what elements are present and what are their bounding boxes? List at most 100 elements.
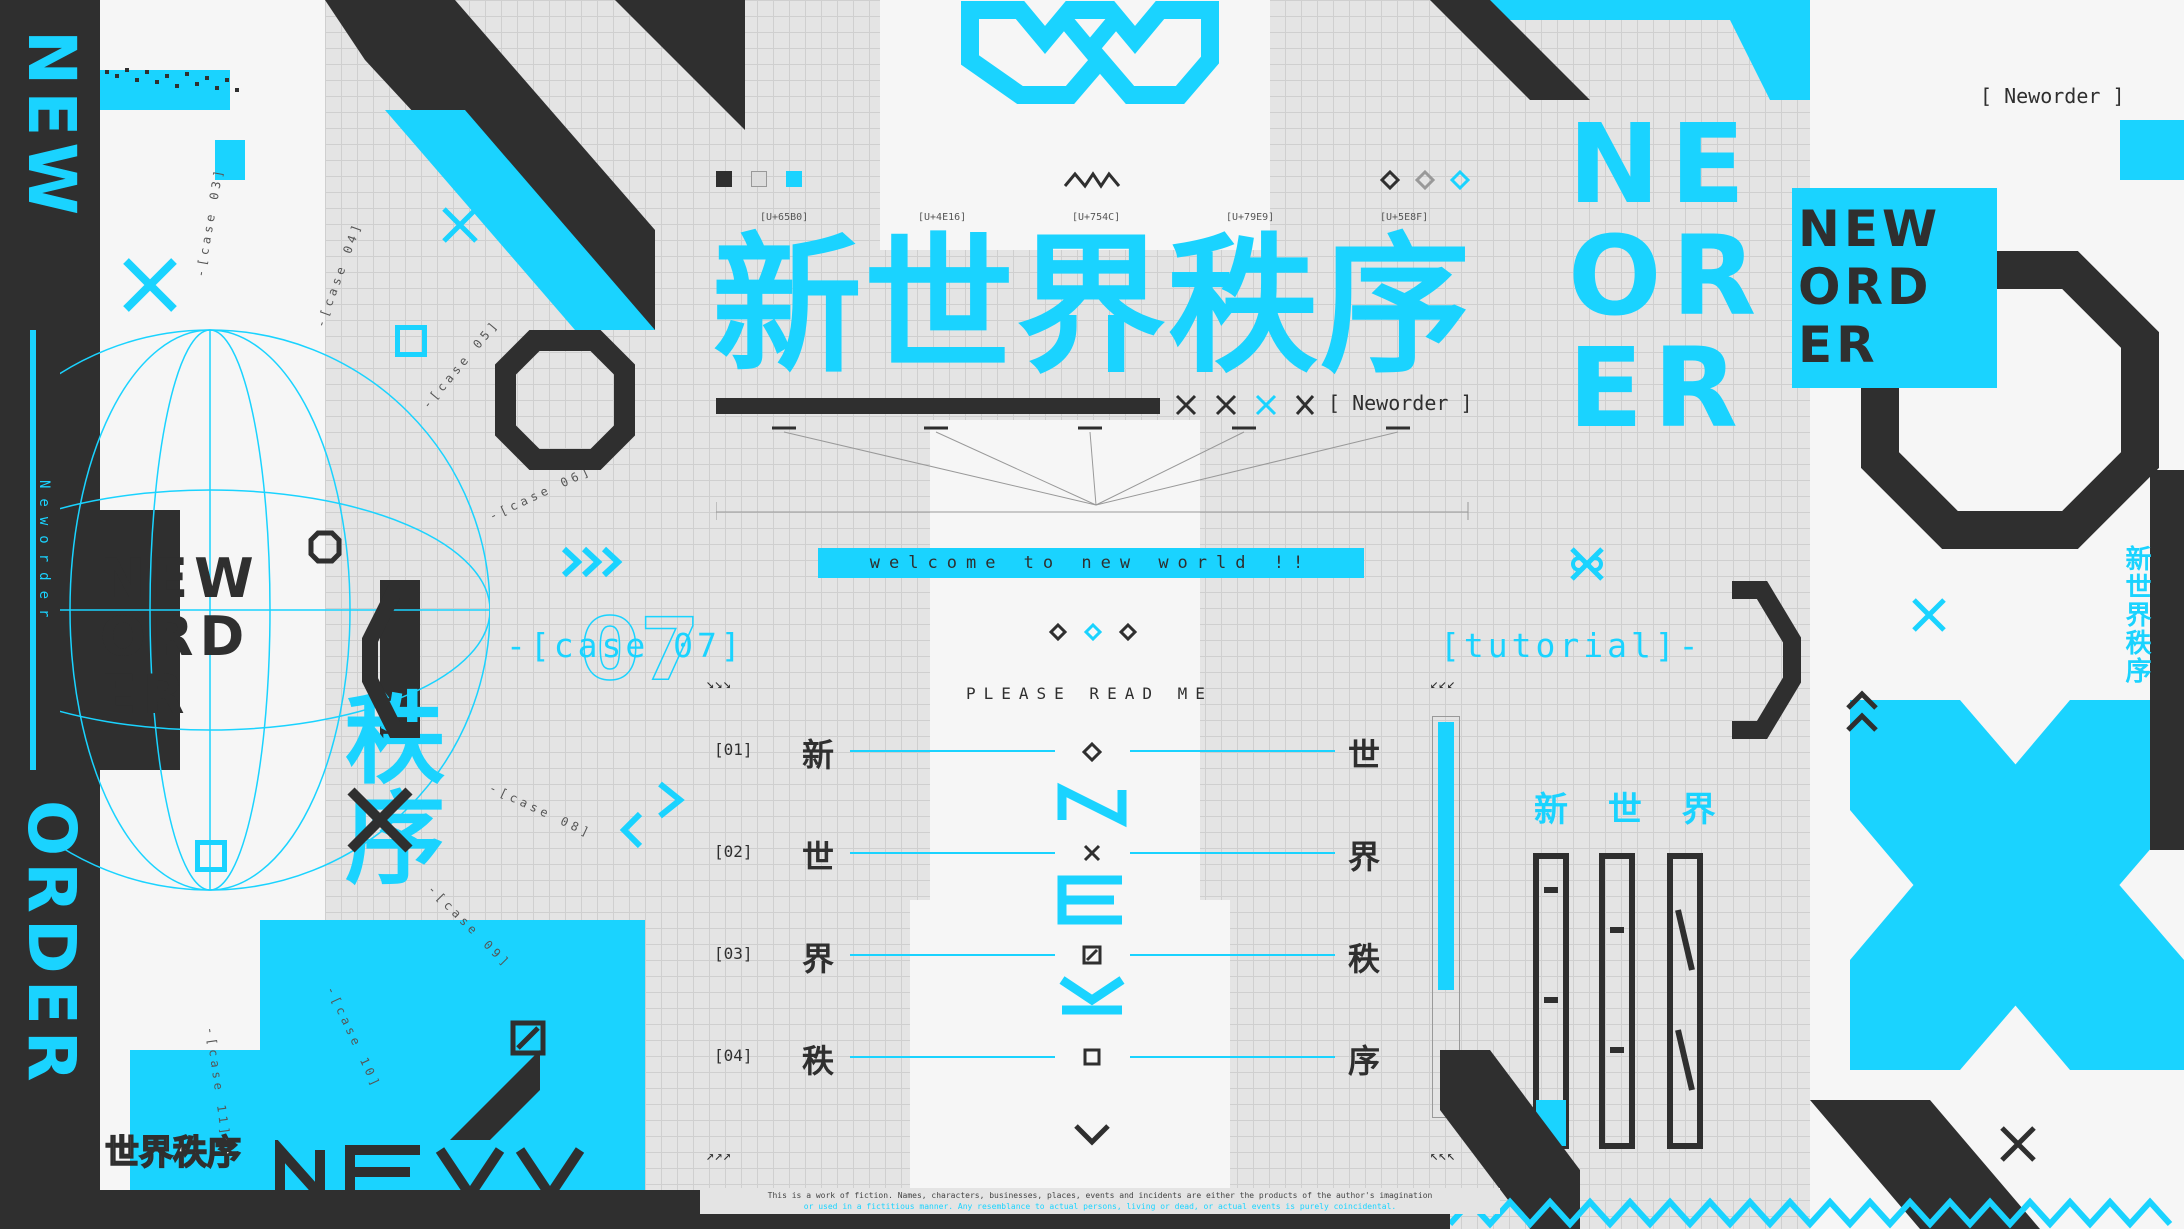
cross-icon <box>1912 598 1946 632</box>
please-read-label: PLEASE READ ME <box>966 684 1213 703</box>
decor-cyan-block <box>2120 120 2184 180</box>
right-big-word-2: OR <box>1568 212 1767 340</box>
right-big-cross-shape <box>1810 700 2184 1229</box>
toc-line-left <box>850 852 1055 854</box>
title-sub-label: [ Neworder ] <box>1328 391 1473 415</box>
right-big-word-1: NE <box>1568 100 1756 228</box>
toc-right-kanji-1: 世 <box>1348 736 1381 774</box>
toc-line-right <box>1130 954 1335 956</box>
cross-row-icon <box>1175 394 1315 416</box>
main-title-kanji: 新世界秩序 <box>712 220 1473 394</box>
toc-marker-box-icon <box>1083 1048 1101 1066</box>
right-badge-line-1: NEW <box>1798 200 1942 258</box>
right-badge-text: NEW ORD ER <box>1798 200 1941 374</box>
right-bracket-shape <box>1732 581 1801 739</box>
zigzag-icon <box>1063 171 1121 189</box>
diamond-trio-icon <box>1048 622 1138 642</box>
footer-line-1: This is a work of fiction. Names, charac… <box>767 1191 1433 1200</box>
right-big-word-block: NE OR ER <box>1568 108 1766 444</box>
cross-icon <box>2000 1126 2036 1162</box>
right-kanji-row: 新 世 界 <box>1534 790 1730 830</box>
slash-box-icon <box>510 1020 546 1056</box>
toc-index-2: [02] <box>714 842 753 861</box>
arrow-glyphs: ↘↘↘ <box>706 676 732 692</box>
right-vertical-kanji: 新世界秩序 <box>2121 545 2151 685</box>
chevron-up-double-icon <box>1846 690 1878 732</box>
bottom-chain-pattern <box>1450 1197 2173 1229</box>
toc-left-kanji-4: 秩 <box>802 1042 835 1080</box>
bottom-left-kanji: 世界秩序 <box>104 1132 242 1174</box>
toc-right-kanji-4: 序 <box>1348 1042 1381 1080</box>
connector-lines <box>716 426 1469 520</box>
right-vertical-accent <box>1438 722 1454 990</box>
toc-line-right <box>1130 1056 1335 1058</box>
toc-left-kanji-1: 新 <box>802 736 835 774</box>
glyph-square <box>786 171 802 187</box>
arrow-glyphs: ↖↖↖ <box>1430 1148 1456 1164</box>
square-outline-icon <box>395 325 427 357</box>
toc-line-right <box>1130 852 1335 854</box>
toc-right-kanji-2: 界 <box>1348 838 1381 876</box>
chevron-down-icon <box>1074 1124 1110 1146</box>
toc-line-left <box>850 954 1055 956</box>
unicode-code-4: [U+79E9] <box>1226 212 1275 223</box>
toc-line-left <box>850 1056 1055 1058</box>
left-word-line-2: ORD <box>100 605 251 668</box>
left-word-line-1: NEW <box>100 547 260 610</box>
decor-cyan-block <box>215 140 245 180</box>
decor-dark-block <box>2150 470 2184 850</box>
title-underline-bar <box>716 398 1160 414</box>
sidebar-vertical-word-bottom: ORDER <box>13 800 90 1088</box>
right-badge-line-2: ORD <box>1798 258 1933 316</box>
glyph-square <box>716 171 732 187</box>
toc-line-right <box>1130 750 1335 752</box>
bottom-left-diagonal-icon <box>450 1050 540 1140</box>
left-bracket-shape <box>362 582 420 738</box>
unicode-code-3: [U+754C] <box>1072 212 1121 223</box>
header-tag-label: [ Neworder ] <box>1980 84 2125 108</box>
sidebar-accent-bar <box>30 330 36 770</box>
welcome-banner: welcome to new world !! <box>818 548 1364 578</box>
footer-disclaimer: This is a work of fiction. Names, charac… <box>700 1188 1500 1214</box>
knot-icon <box>1570 547 1604 581</box>
diamond-set-icon <box>1380 170 1470 190</box>
top-right-cyan-shape <box>1430 0 1810 100</box>
toc-right-kanji-3: 秩 <box>1348 940 1381 978</box>
toc-left-kanji-3: 界 <box>802 940 835 978</box>
toc-marker-cross-icon <box>1083 844 1101 862</box>
unicode-code-1: [U+65B0] <box>760 212 809 223</box>
unicode-code-2: [U+4E16] <box>918 212 967 223</box>
cross-icon <box>347 787 413 853</box>
decor-white-shape <box>930 420 1200 920</box>
chain-logo-icon <box>961 1 1219 104</box>
square-outline-icon <box>195 840 227 872</box>
case07-bg-number: 07 <box>579 599 700 701</box>
toc-left-kanji-2: 世 <box>802 838 835 876</box>
toc-line-left <box>850 750 1055 752</box>
toc-marker-box-slash-icon <box>1082 945 1102 965</box>
bottom-right-diagonal-shape <box>1440 1050 1580 1229</box>
toc-index-4: [04] <box>714 1046 753 1065</box>
welcome-text: welcome to new world !! <box>869 553 1313 573</box>
cross-icon <box>123 258 177 312</box>
toc-index-1: [01] <box>714 740 753 759</box>
right-badge <box>1792 188 1997 388</box>
center-vertical-new-logo <box>1057 782 1127 1015</box>
case07-label: -[case 07] <box>506 626 745 665</box>
cross-icon <box>442 207 478 243</box>
tutorial-label: [tutorial]- <box>1440 626 1703 665</box>
toc-index-3: [03] <box>714 944 753 963</box>
left-sidebar <box>0 0 100 1229</box>
octagon-ring-icon <box>495 330 635 470</box>
right-badge-line-3: ER <box>1798 316 1879 374</box>
chevron-left-double-icon <box>619 781 685 849</box>
arrow-glyphs: ↙↙↙ <box>1430 676 1456 692</box>
toc-marker-diamond-icon <box>1082 742 1102 762</box>
globe-wireframe-icon <box>60 329 490 891</box>
unicode-code-5: [U+5E8F] <box>1380 212 1429 223</box>
dither-pattern-icon <box>105 68 239 92</box>
glyph-square-outline <box>751 171 767 187</box>
small-octagon-icon <box>308 530 342 564</box>
sidebar-vertical-word-top: NEW <box>13 30 90 222</box>
chevron-right-double-icon <box>561 546 623 578</box>
